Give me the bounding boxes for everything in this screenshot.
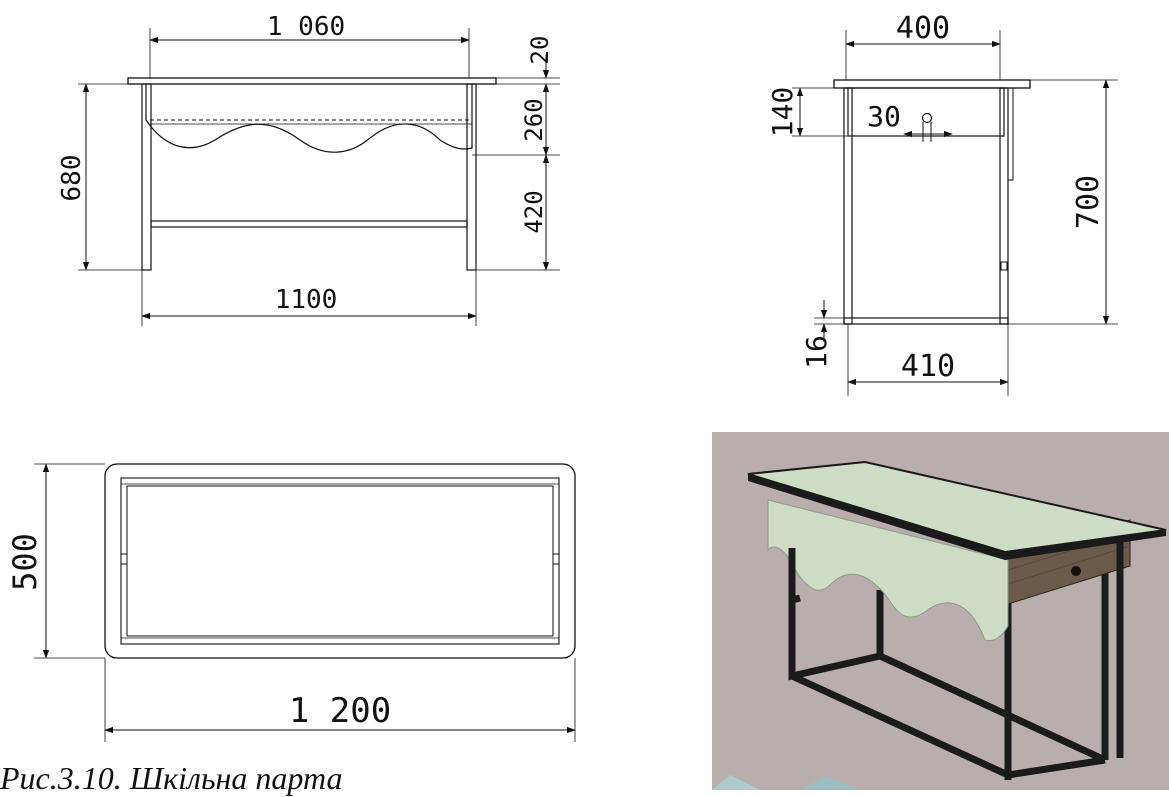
side-bag-hook: [921, 112, 933, 124]
top-frame-inner: [126, 485, 554, 637]
front-tabletop: [127, 77, 497, 85]
dim-front-apron-height: 260: [520, 98, 548, 141]
top-view: 500 1 200: [6, 463, 576, 742]
side-tabletop: [833, 79, 1031, 89]
dim-side-rail-thickness: 16: [800, 335, 833, 369]
figure-caption: Рис.3.10. Шкільна парта: [0, 760, 343, 796]
dim-front-total-height: 680: [57, 155, 87, 202]
front-leg-left: [141, 83, 152, 271]
dim-side-total-height: 700: [1071, 175, 1106, 229]
dim-side-base-depth: 410: [901, 349, 955, 384]
render-tabletop-edge: [748, 474, 1166, 560]
side-view: 400 140 30 700 16 410: [766, 11, 1118, 396]
front-view: 1 060 20 260 420 680 1100: [57, 12, 560, 326]
dim-front-lower-height: 420: [520, 190, 548, 233]
dim-front-top-thickness: 20: [526, 36, 554, 65]
top-tabletop-outline: [104, 463, 576, 659]
desk-render: [712, 432, 1169, 790]
dim-side-drawer-height: 140: [766, 87, 799, 138]
dim-top-length: 1 200: [289, 691, 391, 731]
dim-front-base-width: 1100: [275, 285, 338, 315]
top-frame-outer: [120, 477, 560, 645]
dim-side-top-depth: 400: [896, 11, 950, 46]
front-stretcher: [150, 220, 468, 228]
front-leg-right: [466, 83, 477, 271]
render-drawer-knob: [1071, 566, 1081, 576]
side-bottom-rail: [843, 317, 1009, 325]
dim-front-top-width: 1 060: [267, 12, 345, 42]
dim-side-hook-offset: 30: [867, 100, 901, 133]
dim-top-depth: 500: [6, 533, 44, 591]
front-wavy-apron: [145, 84, 473, 153]
